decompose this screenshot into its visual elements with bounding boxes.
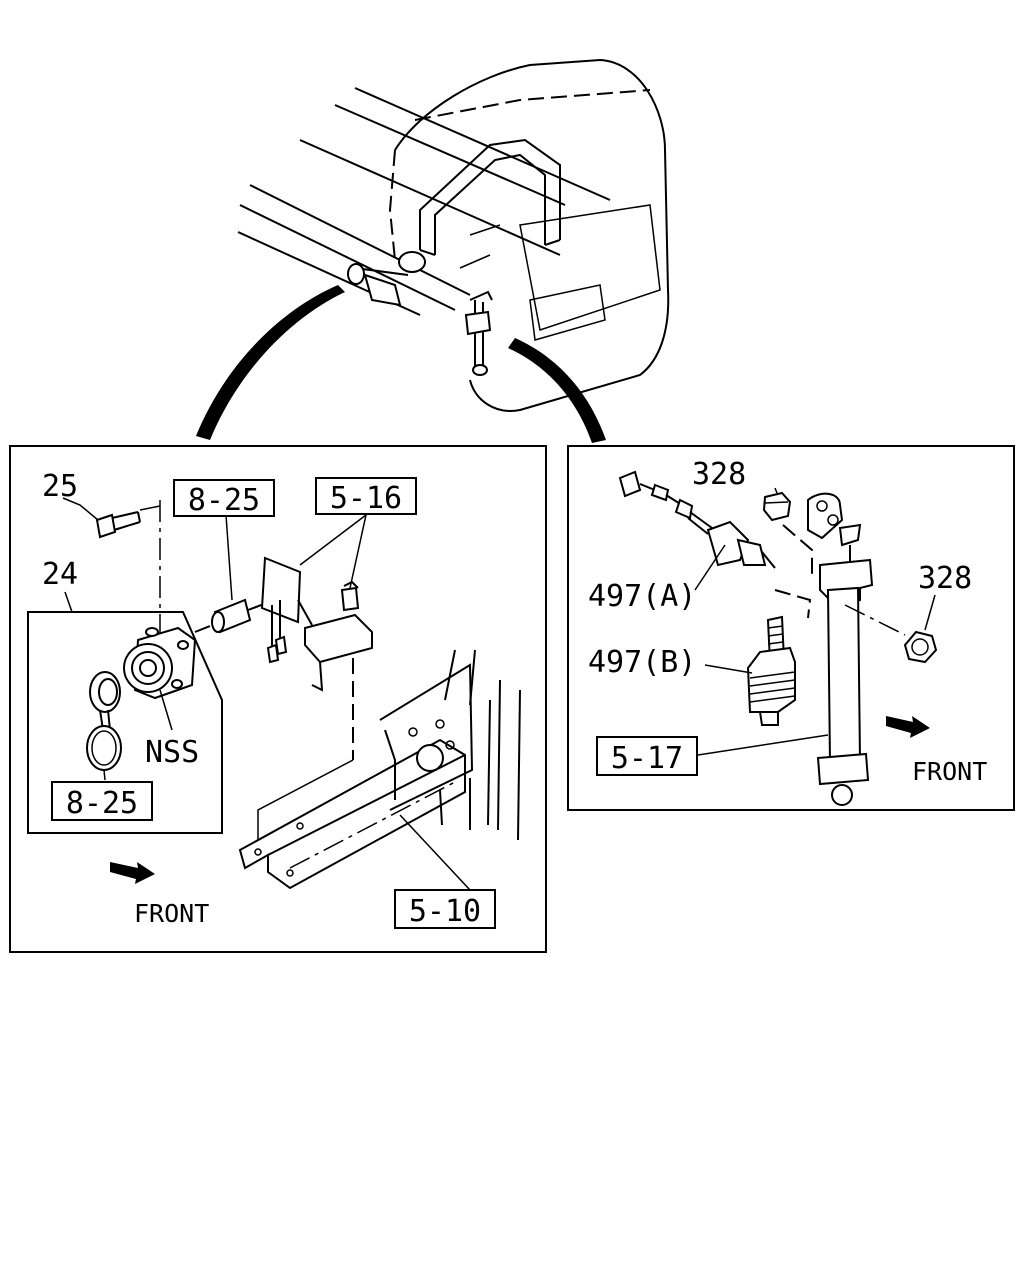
sensor-497a-icon xyxy=(618,470,776,569)
front-arrow-right-icon xyxy=(886,716,930,738)
switch-bracket-icon xyxy=(260,556,373,692)
callout-8-25-bottom: 8-25 xyxy=(66,786,138,821)
nss-housing-icon xyxy=(123,626,197,700)
front-label-left: FRONT xyxy=(134,899,209,928)
cap-icon xyxy=(86,671,122,771)
callout-328-right: 328 xyxy=(918,561,972,596)
callout-497a: 497(A) xyxy=(588,579,696,614)
left-panel: 25 24 8-25 5-16 NSS 8-25 5-10 FRONT xyxy=(9,445,547,953)
callout-25: 25 xyxy=(42,469,78,504)
truck-overview xyxy=(196,58,670,443)
callout-497b: 497(B) xyxy=(588,645,696,680)
sensor-497b-icon xyxy=(746,589,812,726)
callout-5-16: 5-16 xyxy=(330,481,402,516)
stop-lever-icon xyxy=(807,492,874,806)
nut-328-top-icon xyxy=(762,491,792,522)
callout-nss: NSS xyxy=(145,735,199,770)
callout-5-10: 5-10 xyxy=(409,894,481,929)
frame-rail-icon xyxy=(238,649,521,890)
callout-5-17: 5-17 xyxy=(611,741,683,776)
callout-328-top: 328 xyxy=(692,457,746,492)
front-arrow-icon xyxy=(110,862,155,884)
bolt-25-icon xyxy=(95,511,141,539)
nut-328-right-icon xyxy=(903,630,938,664)
right-panel: 328 328 497(A) 497(B) 5-17 FRONT xyxy=(567,445,1015,811)
front-label-right: FRONT xyxy=(912,757,987,786)
callout-8-25-top: 8-25 xyxy=(188,483,260,518)
callout-24: 24 xyxy=(42,557,78,592)
